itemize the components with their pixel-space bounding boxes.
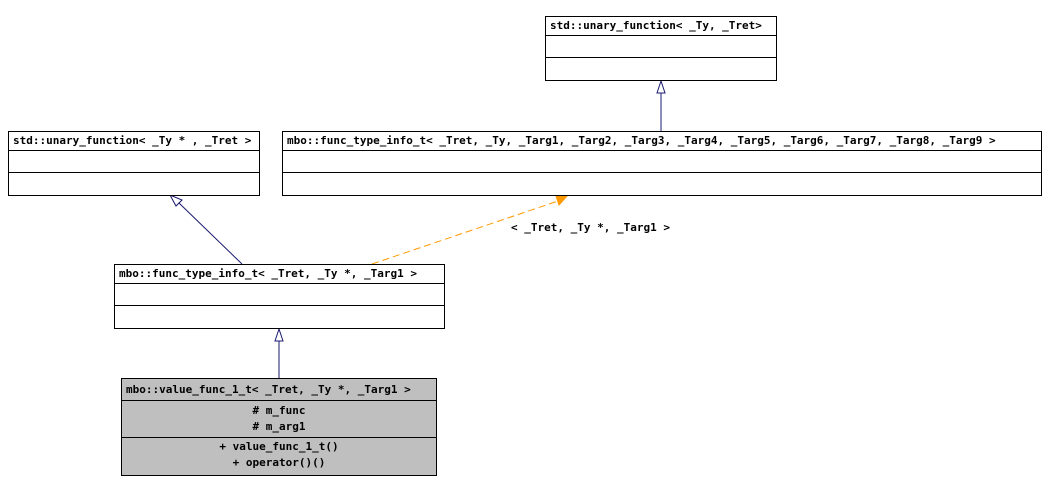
inheritance-arrowhead-value-to-spec xyxy=(274,327,284,342)
operation-call-operator: + operator()() xyxy=(232,456,326,469)
attribute-m-func: # m_func xyxy=(252,404,306,417)
attributes-section xyxy=(283,151,1041,173)
class-box-value-func-1-t[interactable]: mbo::value_func_1_t< _Tret, _Ty *, _Targ… xyxy=(121,378,437,476)
operations-section xyxy=(546,58,776,80)
class-box-func-type-info-full[interactable]: mbo::func_type_info_t< _Tret, _Ty, _Targ… xyxy=(282,131,1042,196)
operations-section xyxy=(115,306,444,328)
inheritance-arrowhead-spec-to-unary xyxy=(168,193,183,207)
class-box-unary-function-typtr-tret[interactable]: std::unary_function< _Ty * , _Tret > xyxy=(8,131,260,196)
template-binding-label: < _Tret, _Ty *, _Targ1 > xyxy=(511,221,670,234)
operations-section xyxy=(283,173,1041,195)
template-binding-arrowhead xyxy=(555,194,570,206)
attributes-section xyxy=(115,284,444,306)
inheritance-arrowhead-full-to-unary xyxy=(656,79,666,94)
class-title: mbo::func_type_info_t< _Tret, _Ty, _Targ… xyxy=(283,132,1041,151)
class-box-func-type-info-spec[interactable]: mbo::func_type_info_t< _Tret, _Ty *, _Ta… xyxy=(114,264,445,329)
class-title: mbo::func_type_info_t< _Tret, _Ty *, _Ta… xyxy=(115,265,444,284)
attribute-m-arg1: # m_arg1 xyxy=(252,420,306,433)
inheritance-edge-spec-to-unary xyxy=(178,202,243,265)
attributes-section xyxy=(9,151,259,173)
operations-section: + value_func_1_t() + operator()() xyxy=(122,438,436,471)
attributes-section: # m_func # m_arg1 xyxy=(122,401,436,438)
operation-value-func-1-t: + value_func_1_t() xyxy=(219,440,339,453)
operations-section xyxy=(9,173,259,195)
class-title: std::unary_function< _Ty * , _Tret > xyxy=(9,132,259,151)
class-box-unary-function-ty-tret[interactable]: std::unary_function< _Ty, _Tret> xyxy=(545,16,777,81)
class-title: mbo::value_func_1_t< _Tret, _Ty *, _Targ… xyxy=(122,379,436,401)
attributes-section xyxy=(546,36,776,58)
class-title: std::unary_function< _Ty, _Tret> xyxy=(546,17,776,36)
